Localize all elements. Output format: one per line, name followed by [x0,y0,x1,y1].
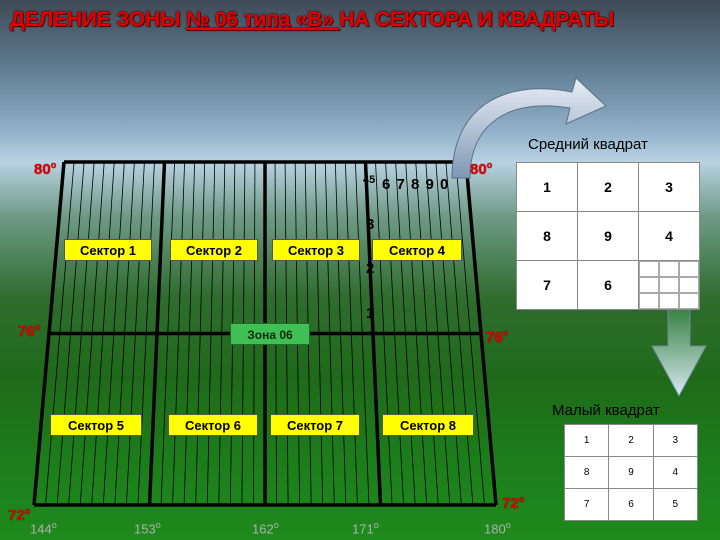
title-part-2: № 06 типа «В» [185,8,340,31]
small-square-cell: 6 [608,488,654,521]
curved-arrow-icon [451,77,607,179]
column-number-45: 45 [363,174,376,186]
lat-label-mid-left: 76о [18,322,41,340]
small-square-subgrid [639,261,699,309]
sector-8-label: Сектор 8 [382,414,474,436]
medium-square-cell: 8 [516,211,578,261]
row-number-1: 1 [366,305,375,322]
small-square-cell: 8 [563,456,610,489]
lon-label-153: 153о [134,520,161,537]
sector-2-label: Сектор 2 [170,239,258,261]
small-square-cell: 5 [652,488,699,521]
small-square-cell: 1 [563,424,610,457]
small-square-table: 1 2 3 8 9 4 7 6 5 [563,424,699,521]
lon-label-171: 171о [352,520,379,537]
sector-1-label: Сектор 1 [64,239,152,261]
medium-square-cell: 7 [516,260,578,310]
small-square-cell: 3 [652,424,699,457]
lon-label-162: 162о [252,520,279,537]
title-part-3: НА СЕКТОРА И КВАДРАТЫ [339,8,615,31]
medium-square-table: 1 2 3 8 9 4 7 6 [516,162,700,310]
zone-label: Зона 06 [230,323,310,345]
medium-square-caption: Средний квадрат [528,136,648,153]
small-square-caption: Малый квадрат [552,402,660,419]
down-arrow-icon [651,304,707,398]
lat-label-top-right: 80о [470,160,493,178]
lat-label-top-left: 80о [34,160,57,178]
medium-square-cell: 4 [638,211,700,261]
sector-6-label: Сектор 6 [168,414,258,436]
medium-square-cell: 3 [638,162,700,212]
lat-label-bottom-right: 72о [502,494,525,512]
sector-5-label: Сектор 5 [50,414,142,436]
small-square-cell: 9 [608,456,654,489]
page-title: ДЕЛЕНИЕ ЗОНЫ № 06 типа «В» НА СЕКТОРА И … [10,8,715,32]
medium-square-subgrid-cell [638,260,700,310]
row-number-2: 2 [366,260,375,277]
lat-label-mid-right: 76о [486,328,509,346]
medium-square-cell: 6 [577,260,639,310]
lon-label-144: 144о [30,520,57,537]
sector-3-label: Сектор 3 [272,239,360,261]
medium-square-cell: 9 [577,211,639,261]
row-number-3: 3 [366,216,375,233]
small-square-cell: 7 [563,488,610,521]
column-numbers: 6 7 8 9 0 [382,176,450,193]
title-part-1: ДЕЛЕНИЕ ЗОНЫ [10,8,186,31]
lat-label-bottom-left: 72о [8,506,31,524]
medium-square-cell: 2 [577,162,639,212]
sector-4-label: Сектор 4 [372,239,462,261]
small-square-cell: 4 [652,456,699,489]
medium-square-cell: 1 [516,162,578,212]
sector-7-label: Сектор 7 [270,414,360,436]
lon-label-180: 180о [484,520,511,537]
small-square-cell: 2 [608,424,654,457]
